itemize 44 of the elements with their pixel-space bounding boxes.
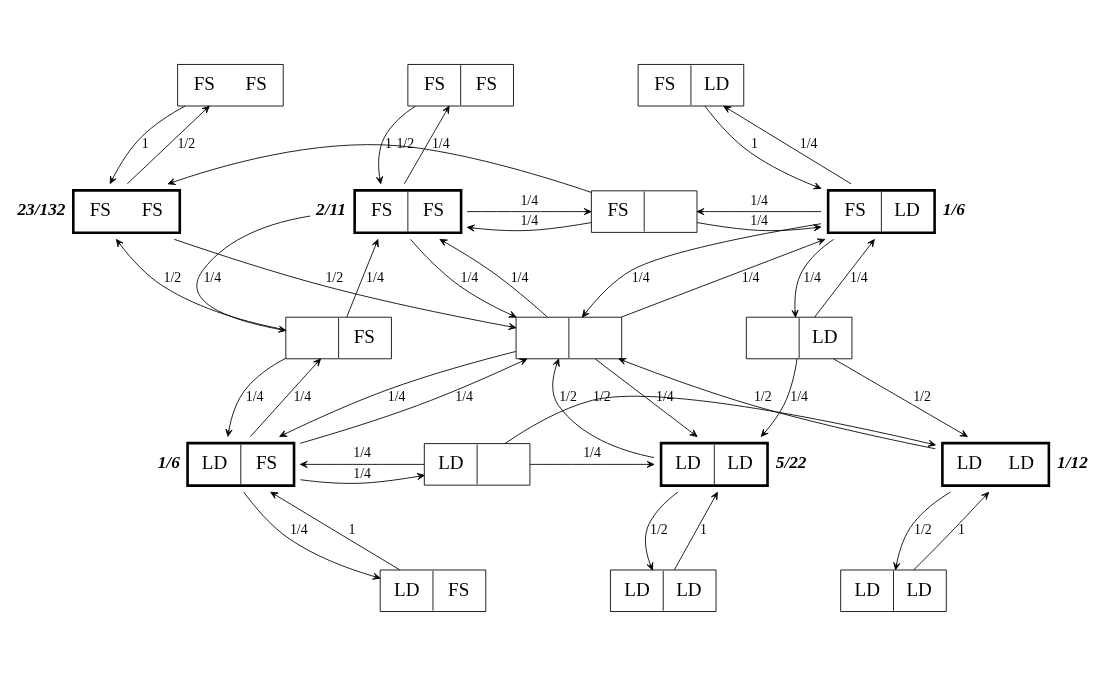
edge-label: 1/2 [914, 521, 932, 537]
edge-label: 1/2 [913, 388, 931, 404]
edge-label: 1/2 [163, 269, 182, 285]
edge-label: 1/4 [520, 212, 539, 228]
edge-label: 1 [384, 135, 392, 151]
node-label: 2/11 [316, 199, 346, 219]
node-label: 1/6 [942, 199, 965, 219]
edge-label: 1 [141, 135, 149, 151]
edge-label: 1/4 [750, 212, 768, 228]
edge-label: 1/4 [455, 388, 473, 404]
edge-label: 1/2 [650, 521, 668, 537]
edge-label: 1/4 [289, 521, 308, 537]
edge-label: 1/2 [753, 388, 772, 404]
edge-label: 1/4 [203, 269, 222, 285]
edge-label: 1/2 [325, 269, 344, 285]
edge-label: 1/4 [460, 269, 479, 285]
node-label: 23/132 [17, 199, 66, 219]
edge-label: 1 [957, 521, 965, 537]
node-label: 5/22 [775, 452, 807, 472]
edge-label: 1/4 [520, 192, 539, 208]
edge-label: 1/4 [510, 269, 529, 285]
edge-label: 1/4 [366, 269, 384, 285]
edge-label: 1/4 [799, 135, 818, 151]
node-label: 1/6 [157, 452, 180, 472]
edge-label: 1/4 [790, 388, 808, 404]
node-label: 1/12 [1057, 452, 1088, 472]
edge-label: 1/4 [293, 388, 312, 404]
edge-label: 1/4 [431, 135, 450, 151]
edge-label: 1/4 [353, 465, 372, 481]
edge-label: 1 [348, 521, 356, 537]
edge-label: 1/4 [583, 444, 601, 460]
edge-label: 1/4 [353, 444, 372, 460]
edge-label: 1/4 [741, 269, 760, 285]
edge-label: 1/4 [245, 388, 264, 404]
edge-label: 1/4 [803, 269, 821, 285]
edge-label: 1 [751, 135, 759, 151]
edge-label: 1/4 [387, 388, 406, 404]
edge-label: 1/4 [850, 269, 868, 285]
edge-label: 1/4 [656, 388, 674, 404]
edge-label: 1/2 [177, 135, 196, 151]
edge-label: 1/2 [559, 388, 577, 404]
edge-label: 1/4 [631, 269, 650, 285]
edge-label: 1 [700, 521, 707, 537]
edge-label: 1/4 [750, 192, 768, 208]
